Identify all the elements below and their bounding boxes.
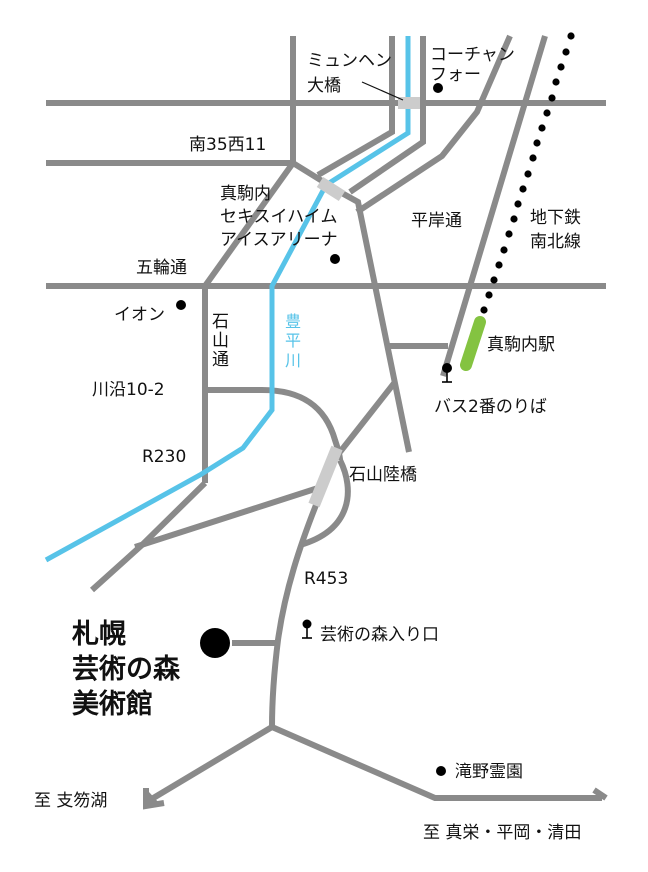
road-to-shikotsu [148,724,274,803]
label-takino-cemetery: 滝野霊園 [455,762,523,782]
museum-title-line-3: 美術館 [72,688,153,720]
road-hiragishi-dori [440,35,548,377]
road-river-east-bank [348,36,426,195]
label-arena-1: 真駒内 [220,184,271,204]
label-to-makae: 至 真栄・平岡・清田 [423,823,581,843]
direction-arrows [143,787,608,810]
label-ishiyama-dori-1: 石 [212,312,229,332]
museum-marker-icon [200,628,230,658]
road-diagonal-arena-east [291,160,412,453]
label-toyohira-2: 平 [285,331,301,350]
road-to-makae [270,724,602,801]
label-ishiyama-rikkyo: 石山陸橋 [349,465,417,485]
label-ishiyama-dori-3: 通 [212,350,229,370]
road-network [46,34,606,803]
munchen-bridge-leader [361,81,404,101]
label-r230: R230 [142,447,186,467]
arrow-shikotsu-head-icon [143,788,165,810]
label-hiragishi-dori: 平岸通 [411,211,462,231]
road-bridge-loop [299,458,351,548]
makomanai-station-bar [460,316,486,371]
kochanfo-marker-icon [433,83,443,93]
road-river-west-bank [316,36,395,178]
label-subway-1: 地下鉄 [530,208,581,228]
label-arena-3: アイスアリーナ [220,230,338,250]
label-kochanfo-2: フォー [430,65,481,85]
label-makomanai-station: 真駒内駅 [487,335,555,355]
road-r453-north [337,380,398,454]
label-gorin-dori: 五輪通 [136,258,187,278]
label-geijutsu-entrance: 芸術の森入り口 [320,625,439,645]
arrow-makae-head-icon [592,787,608,801]
label-toyohira-3: 川 [285,351,301,370]
label-kochanfo-1: コーチャン [430,45,515,65]
road-r453 [269,498,321,728]
road-diagonal-to-gorin [202,161,296,288]
road-to-ishiyama-bridge [134,485,319,550]
label-to-shikotsu: 至 支笏湖 [34,791,107,811]
bus-stop-2-icon [442,363,452,383]
label-toyohira-1: 豊 [285,312,301,331]
label-kawazoe: 川沿10-2 [92,380,165,400]
label-aeon: イオン [114,305,165,325]
arena-marker-icon [330,254,340,264]
road-kochanfo-diagonal [355,34,513,215]
museum-title-line-2: 芸術の森 [72,654,181,685]
label-munchen-bridge-2: 大橋 [307,76,341,96]
geijutsu-bus-stop-icon [302,619,312,639]
subway-nanboku-line [480,32,575,314]
label-subway-2: 南北線 [530,232,581,252]
arena-bridge [316,176,346,202]
ishiyama-bridge [308,445,343,508]
takino-marker-icon [436,766,446,776]
label-r453: R453 [304,569,348,589]
label-ishiyama-dori-2: 山 [212,331,229,351]
label-bus-stop-2: バス2番のりば [434,397,547,417]
label-minami35nishi11: 南35西11 [189,135,266,155]
label-munchen-bridge-1: ミュンヘン [307,51,392,71]
label-arena-2: セキスイハイム [220,207,337,227]
aeon-marker-icon [176,300,186,310]
museum-title-line-1: 札幌 [72,619,126,650]
road-r230 [89,480,208,593]
toyohira-river [44,36,411,563]
